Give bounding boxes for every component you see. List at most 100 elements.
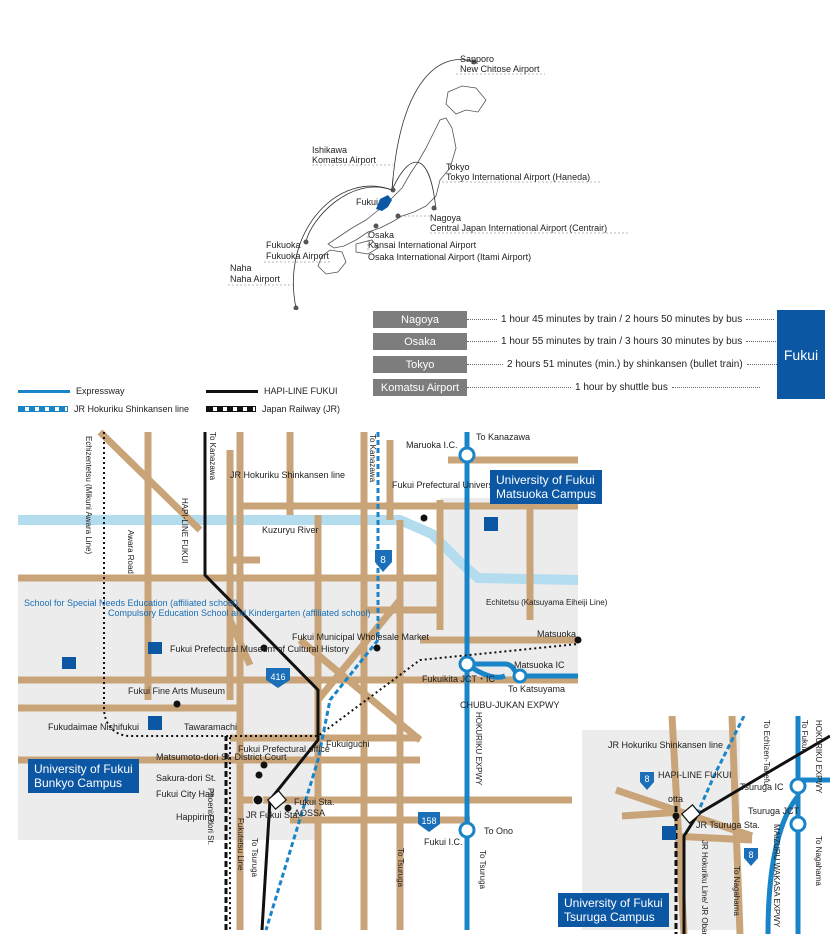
route-description: 2 hours 51 minutes (min.) by shinkansen … xyxy=(507,359,743,370)
svg-text:Matsumoto-dori St. District Co: Matsumoto-dori St. District Court xyxy=(156,752,287,762)
svg-text:Echitetsu (Katsuyama Eiheiji L: Echitetsu (Katsuyama Eiheiji Line) xyxy=(486,598,608,607)
svg-text:Fukui Sta.: Fukui Sta. xyxy=(294,797,335,807)
svg-text:Happiring: Happiring xyxy=(176,812,215,822)
campus-label-matsuoka[interactable]: University of Fukui Matsuoka Campus xyxy=(490,470,603,504)
svg-text:Fukui City Hall: Fukui City Hall xyxy=(156,789,214,799)
svg-text:8: 8 xyxy=(748,850,753,860)
svg-text:Fukudaimae Nishifukui: Fukudaimae Nishifukui xyxy=(48,722,139,732)
route-city-label: Nagoya xyxy=(373,311,467,328)
campus-subname: Bunkyo Campus xyxy=(34,776,123,790)
svg-text:To Echizen-Takefu: To Echizen-Takefu xyxy=(762,720,771,785)
svg-text:HAPI-LINE FUKUI: HAPI-LINE FUKUI xyxy=(658,770,732,780)
campus-subname: Tsuruga Campus xyxy=(564,910,655,924)
campus-name: University of Fukui xyxy=(496,473,595,487)
hapi-line-swatch xyxy=(206,389,258,393)
svg-text:8: 8 xyxy=(380,555,386,566)
tsuruga-inset-map: 8 8 JR Hokuriku Shinkansen line To Echiz… xyxy=(572,716,830,934)
svg-text:Fukutetsu Line: Fukutetsu Line xyxy=(236,818,245,871)
shinkansen-swatch xyxy=(18,406,68,412)
campus-name: University of Fukui xyxy=(564,896,663,910)
svg-text:To Kanazawa: To Kanazawa xyxy=(208,432,217,481)
svg-text:8: 8 xyxy=(644,774,649,784)
svg-text:Echizentetsu (Mikuni Awara Lin: Echizentetsu (Mikuni Awara Line) xyxy=(84,436,93,554)
svg-text:158: 158 xyxy=(421,816,436,826)
svg-text:To Nagahama: To Nagahama xyxy=(732,866,741,916)
svg-text:JR Tsuruga Sta.: JR Tsuruga Sta. xyxy=(696,820,760,830)
svg-text:Kansai International Airport: Kansai International Airport xyxy=(368,240,477,250)
svg-text:Ishikawa: Ishikawa xyxy=(312,145,347,155)
svg-text:JR Hokuriku Shinkansen line: JR Hokuriku Shinkansen line xyxy=(608,740,723,750)
svg-text:Fukui I.C.: Fukui I.C. xyxy=(424,837,463,847)
svg-text:Komatsu Airport: Komatsu Airport xyxy=(312,155,377,165)
svg-text:To Kanazawa: To Kanazawa xyxy=(368,434,377,483)
legend-label: Japan Railway (JR) xyxy=(262,404,341,414)
svg-text:JR Hokuriku Shinkansen line: JR Hokuriku Shinkansen line xyxy=(230,470,345,480)
svg-text:MAIZURU WAKASA EXPWY: MAIZURU WAKASA EXPWY xyxy=(772,824,781,928)
route-description: 1 hour by shuttle bus xyxy=(575,382,668,393)
svg-text:Osaka International Airport (I: Osaka International Airport (Itami Airpo… xyxy=(368,252,531,262)
svg-text:JR Hokuriku Line/ JR Obama Lin: JR Hokuriku Line/ JR Obama Line xyxy=(700,840,709,934)
legend-label: JR Hokuriku Shinkansen line xyxy=(74,404,190,414)
svg-text:Central Japan International Ai: Central Japan International Airport (Cen… xyxy=(430,223,607,233)
japan-outline xyxy=(317,85,487,275)
svg-text:Kuzuryu River: Kuzuryu River xyxy=(262,525,319,535)
svg-text:AOSSA: AOSSA xyxy=(294,808,325,818)
svg-text:HAPI-LINE FUKUI: HAPI-LINE FUKUI xyxy=(180,498,189,563)
route-row-osaka: Osaka 1 hour 55 minutes by train / 3 hou… xyxy=(373,333,777,350)
svg-text:Tawaramachi: Tawaramachi xyxy=(184,722,237,732)
svg-text:Tokyo International Airport (H: Tokyo International Airport (Haneda) xyxy=(446,172,590,182)
svg-text:HOKURIKU EXPWY: HOKURIKU EXPWY xyxy=(474,712,483,786)
svg-text:To Tsuruga: To Tsuruga xyxy=(250,838,259,878)
svg-text:Fukuiguchi: Fukuiguchi xyxy=(326,739,370,749)
campus-label-bunkyo[interactable]: University of Fukui Bunkyo Campus xyxy=(28,759,139,793)
svg-text:Naha: Naha xyxy=(230,263,252,273)
svg-text:Compulsory Education School an: Compulsory Education School and Kinderga… xyxy=(108,608,371,618)
svg-text:Fukuikita JCT・IC: Fukuikita JCT・IC xyxy=(422,674,496,684)
route-city-label: Osaka xyxy=(373,333,467,350)
route-city-label: Tokyo xyxy=(373,356,467,373)
svg-text:To Tsuruga: To Tsuruga xyxy=(478,850,487,890)
svg-text:CHUBU-JUKAN EXPWY: CHUBU-JUKAN EXPWY xyxy=(460,700,560,710)
svg-text:Fukui Municipal Wholesale Mark: Fukui Municipal Wholesale Market xyxy=(292,632,430,642)
campus-label-tsuruga[interactable]: University of Fukui Tsuruga Campus xyxy=(558,893,669,927)
campus-subname: Matsuoka Campus xyxy=(496,487,597,501)
svg-text:To Ono: To Ono xyxy=(484,826,513,836)
shinkansen-track xyxy=(264,432,380,931)
svg-text:Sakura-dori St.: Sakura-dori St. xyxy=(156,773,216,783)
destination-fukui: Fukui xyxy=(777,310,825,399)
svg-text:Fukuoka: Fukuoka xyxy=(266,240,301,250)
legend-hapi-line: HAPI-LINE FUKUI xyxy=(206,386,338,396)
expressway-swatch xyxy=(18,389,70,393)
svg-text:Fukui: Fukui xyxy=(356,197,378,207)
route-city-label: Komatsu Airport xyxy=(373,379,467,396)
svg-text:To Nagahama: To Nagahama xyxy=(814,836,823,886)
legend-label: Expressway xyxy=(76,386,125,396)
svg-text:Fukui Fine Arts Museum: Fukui Fine Arts Museum xyxy=(128,686,225,696)
svg-text:To Fukui: To Fukui xyxy=(800,720,809,750)
svg-text:Fukui Prefectural Museum of Cu: Fukui Prefectural Museum of Cultural His… xyxy=(170,644,350,654)
svg-text:To Katsuyama: To Katsuyama xyxy=(508,684,565,694)
svg-text:To Kanazawa: To Kanazawa xyxy=(476,432,530,442)
fukui-area-map: 8 416 158 Echizentetsu (Mikuni Awara Lin… xyxy=(18,429,608,931)
svg-text:HOKURIKU EXPWY: HOKURIKU EXPWY xyxy=(814,720,823,794)
svg-text:Tsuruga IC: Tsuruga IC xyxy=(740,782,784,792)
legend-shinkansen: JR Hokuriku Shinkansen line xyxy=(18,404,189,414)
legend-label: HAPI-LINE FUKUI xyxy=(264,386,338,396)
svg-text:Matsuoka IC: Matsuoka IC xyxy=(514,660,565,670)
svg-text:otta: otta xyxy=(668,794,683,804)
kuzuryu-river xyxy=(18,515,579,585)
campus-name: University of Fukui xyxy=(34,762,133,776)
route-row-nagoya: Nagoya 1 hour 45 minutes by train / 2 ho… xyxy=(373,311,775,328)
svg-text:Maruoka I.C.: Maruoka I.C. xyxy=(406,440,458,450)
svg-text:Tokyo: Tokyo xyxy=(446,162,470,172)
svg-text:To Tsuruga: To Tsuruga xyxy=(396,848,405,888)
svg-text:Fukui Prefectural University: Fukui Prefectural University xyxy=(392,480,503,490)
svg-text:JR Fukui Sta.: JR Fukui Sta. xyxy=(246,810,300,820)
japan-overview-map: Sapporo New Chitose Airport Ishikawa Kom… xyxy=(228,54,628,310)
svg-text:416: 416 xyxy=(270,672,285,682)
svg-text:School for Special Needs Educa: School for Special Needs Education (affi… xyxy=(24,598,238,608)
legend-expressway: Expressway xyxy=(18,386,125,396)
svg-text:New Chitose Airport: New Chitose Airport xyxy=(460,64,540,74)
svg-text:Fukui Prefectural office: Fukui Prefectural office xyxy=(238,744,330,754)
route-description: 1 hour 55 minutes by train / 3 hours 30 … xyxy=(501,336,743,347)
